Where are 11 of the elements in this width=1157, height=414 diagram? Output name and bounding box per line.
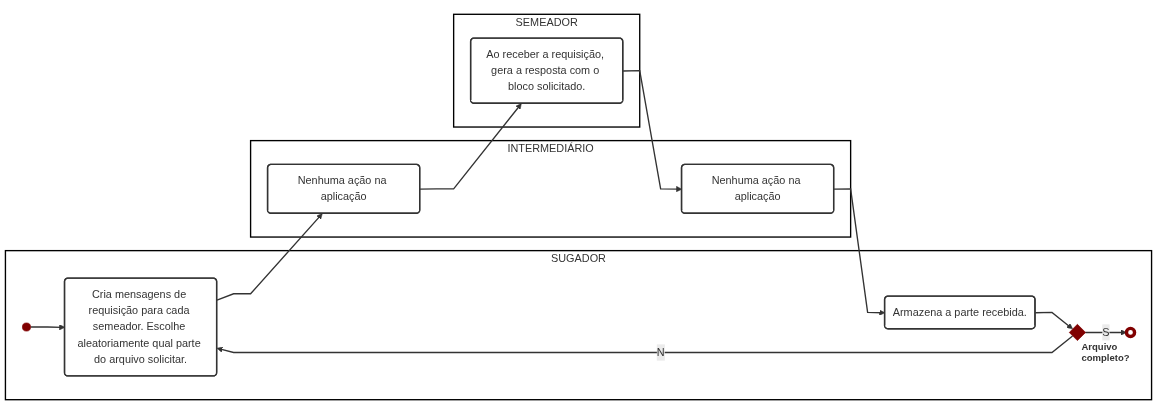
node-circle [22,322,31,332]
node-caption: Arquivo completo? [1081,341,1130,363]
arrow [1084,329,1127,336]
node-circle [1124,326,1137,339]
arrow [419,103,522,190]
edge-label: S [1102,326,1110,338]
node-diamond [1068,324,1086,341]
arrow [216,335,1074,354]
edge-label: N [656,346,665,358]
arrow [216,213,323,301]
arrow [1034,311,1073,330]
